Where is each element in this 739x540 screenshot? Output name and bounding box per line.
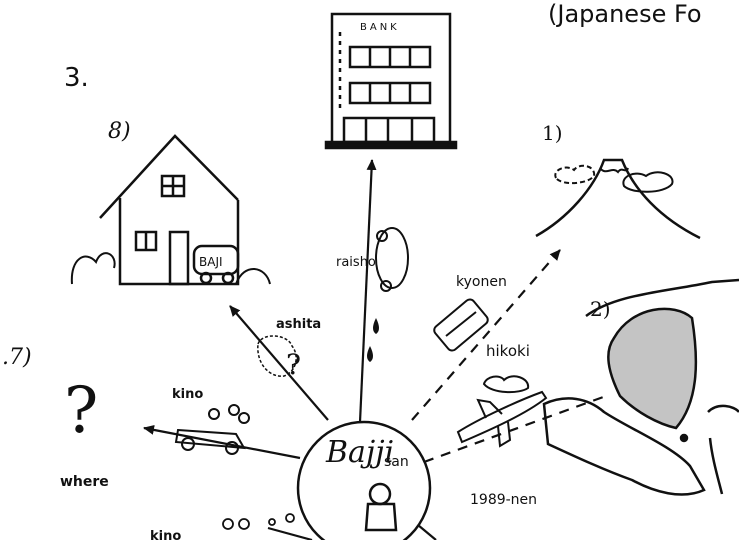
arrow-to-map	[424, 396, 606, 462]
question-mark-icon: ?	[64, 374, 98, 448]
arrow-to-building	[360, 160, 372, 422]
bus-sign: BAJI	[199, 255, 223, 269]
label-8: 8)	[108, 119, 131, 144]
building-sign: BANK	[360, 22, 400, 33]
label-raisho: raisho	[336, 255, 376, 270]
airplane-icon	[458, 376, 546, 446]
label-hikoki: hikoki	[486, 342, 530, 360]
label-where: where	[60, 474, 109, 490]
partial-title: (Japanese Fo	[548, 0, 702, 28]
label-7: .7)	[2, 345, 32, 370]
japan-map	[544, 280, 739, 495]
small-question-icon: ?	[286, 348, 301, 381]
label-2: 2)	[590, 297, 611, 321]
office-building	[326, 14, 456, 148]
label-ashita: ashita	[276, 317, 321, 332]
mountain	[536, 160, 700, 238]
label-kyonen: kyonen	[456, 274, 507, 290]
exercise-number: 3.	[64, 63, 89, 93]
label-1: 1)	[542, 121, 563, 145]
car-icon	[176, 405, 249, 454]
center-suffix: san	[384, 454, 409, 470]
bus-icon	[432, 297, 490, 352]
people-icons	[223, 514, 294, 529]
rain-drops	[367, 318, 379, 362]
taxi-icon	[376, 228, 408, 291]
label-year: 1989-nen	[470, 492, 537, 508]
house	[72, 136, 270, 284]
label-kino-car: kino	[172, 387, 203, 402]
label-kino-bottom: kino	[150, 529, 181, 540]
